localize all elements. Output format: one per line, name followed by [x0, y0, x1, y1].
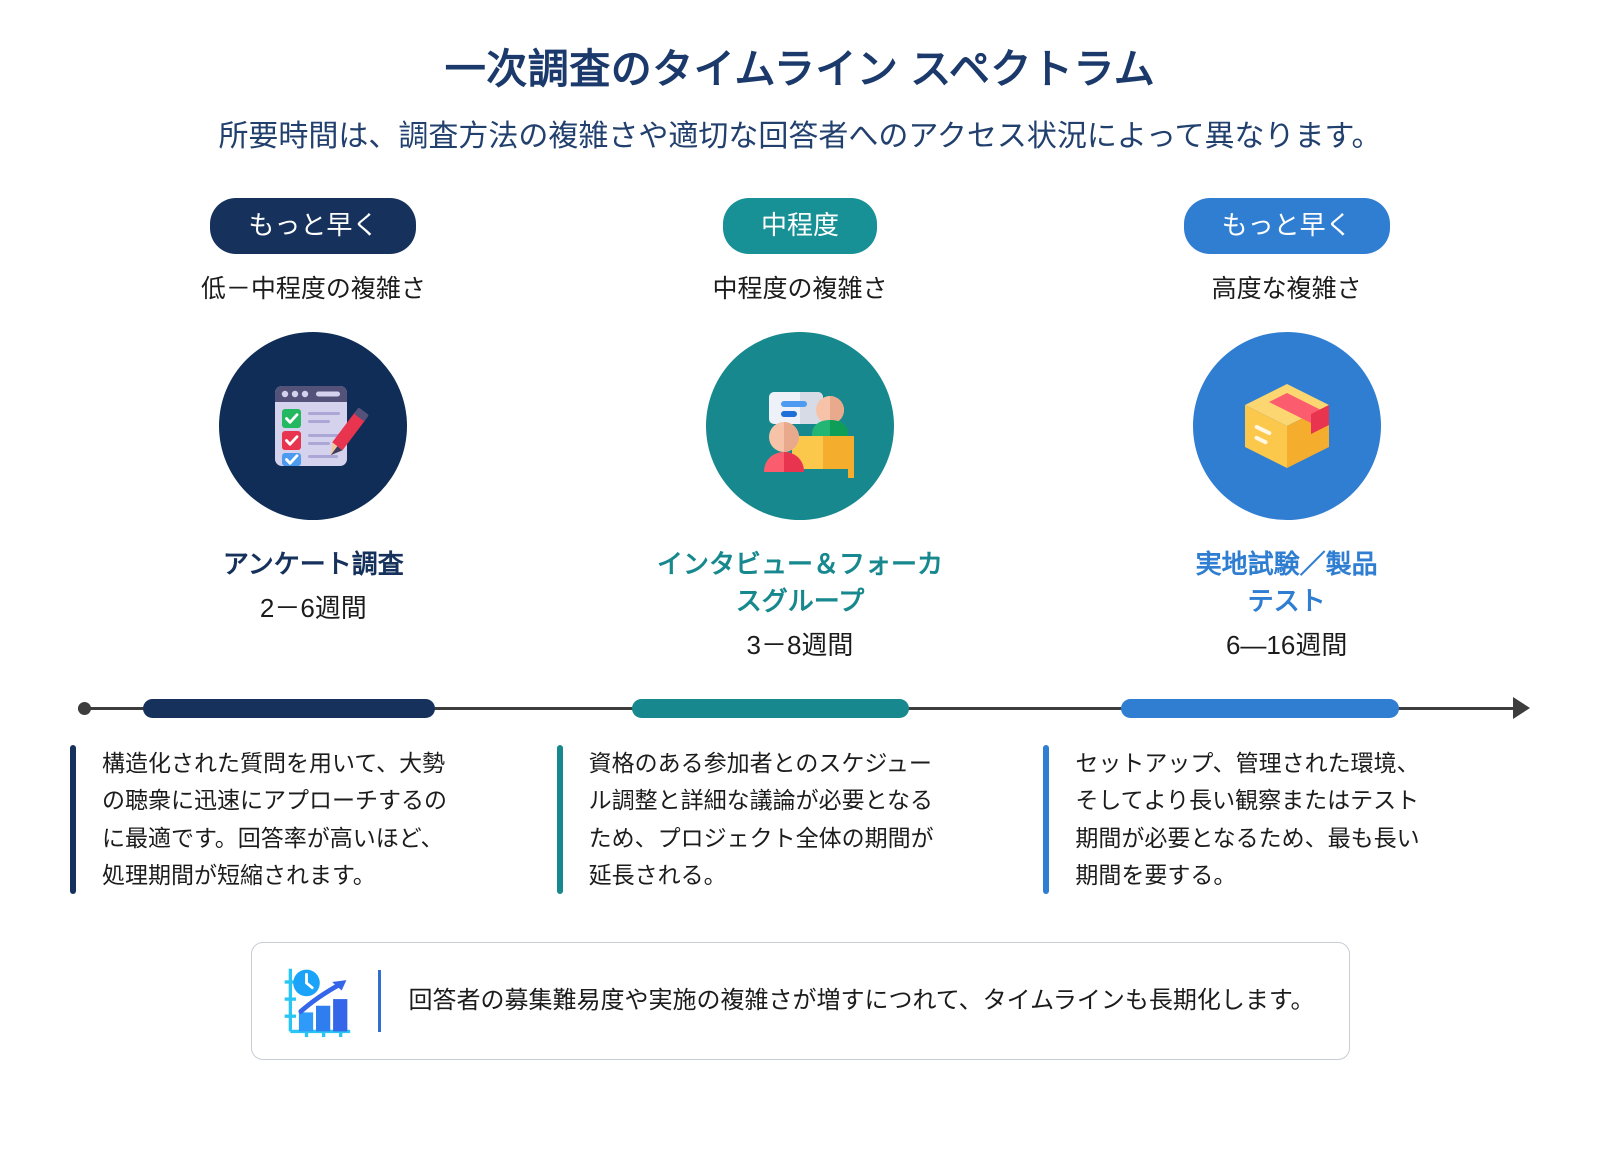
complexity-label-interview: 中程度の複雑さ	[712, 275, 888, 304]
axis-start-dot	[78, 702, 91, 716]
description-text-fieldtest: セットアップ、管理された環境、そしてより長い観察またはテスト期間が必要となるため…	[1075, 750, 1420, 888]
interview-people-icon	[763, 392, 854, 479]
column-survey: もっと早く 低－中程度の複雑さ	[70, 198, 557, 661]
description-text-interview: 資格のある参加者とのスケジュール調整と詳細な議論が必要となるため、プロジェクト全…	[588, 750, 934, 888]
duration-survey: 2－6週間	[259, 593, 367, 624]
timeline-axis	[70, 689, 1530, 729]
accent-bar-survey	[70, 745, 76, 895]
footer-divider	[377, 970, 381, 1033]
description-survey: 構造化された質問を用いて、大勢の聴衆に迅速にアプローチするのに最適です。回答率が…	[70, 745, 557, 895]
footer-note-text: 回答者の募集難易度や実施の複雑さが増すにつれて、タイムラインも長期化します。	[408, 987, 1315, 1015]
icon-circle-survey	[219, 332, 408, 521]
description-text-survey: 構造化された質問を用いて、大勢の聴衆に迅速にアプローチするのに最適です。回答率が…	[102, 750, 447, 888]
footer-note-box: 回答者の募集難易度や実施の複雑さが増すにつれて、タイムラインも長期化します。	[250, 942, 1350, 1061]
footer-note-wrap: 回答者の募集難易度や実施の複雑さが増すにつれて、タイムラインも長期化します。	[0, 942, 1600, 1061]
column-fieldtest: もっと早く 高度な複雑さ 実地試験／製品テスト 6—16週間	[1043, 198, 1530, 661]
product-box-icon	[1244, 384, 1329, 469]
growth-chart-clock-icon	[284, 968, 350, 1038]
page-title: 一次調査のタイムライン スペクトラム	[444, 46, 1156, 92]
duration-interview: 3－8週間	[746, 629, 854, 660]
method-columns: もっと早く 低－中程度の複雑さ	[0, 198, 1600, 661]
timeline-segment-survey	[143, 699, 435, 719]
description-row: 構造化された質問を用いて、大勢の聴衆に迅速にアプローチするのに最適です。回答率が…	[0, 745, 1600, 895]
footer-icon-wrap	[276, 961, 356, 1041]
speed-pill-survey: もっと早く	[210, 198, 417, 255]
column-interview: 中程度 中程度の複雑さ インタビュー＆フォーカスグループ	[557, 198, 1044, 661]
timeline-segment-interview	[632, 699, 910, 719]
speed-pill-fieldtest: もっと早く	[1183, 198, 1390, 255]
complexity-label-survey: 低－中程度の複雑さ	[200, 275, 426, 304]
complexity-label-fieldtest: 高度な複雑さ	[1211, 275, 1362, 304]
accent-bar-fieldtest	[1043, 745, 1050, 895]
timeline-segment-fieldtest	[1121, 699, 1399, 719]
description-fieldtest: セットアップ、管理された環境、そしてより長い観察またはテスト期間が必要となるため…	[1043, 745, 1530, 895]
accent-bar-interview	[556, 745, 563, 895]
header: 一次調査のタイムライン スペクトラム 所要時間は、調査方法の複雑さや適切な回答者…	[0, 0, 1600, 156]
page-subtitle: 所要時間は、調査方法の複雑さや適切な回答者へのアクセス状況によって異なります。	[218, 120, 1382, 154]
method-name-survey: アンケート調査	[222, 549, 404, 580]
axis-arrow-icon	[1513, 697, 1530, 720]
method-name-fieldtest: 実地試験／製品テスト	[1195, 549, 1378, 617]
icon-circle-interview	[705, 332, 894, 521]
duration-fieldtest: 6—16週間	[1225, 629, 1348, 660]
speed-pill-interview: 中程度	[722, 198, 877, 255]
method-name-interview: インタビュー＆フォーカスグループ	[656, 549, 943, 617]
survey-checklist-icon	[275, 386, 369, 467]
description-interview: 資格のある参加者とのスケジュール調整と詳細な議論が必要となるため、プロジェクト全…	[556, 745, 1044, 895]
icon-circle-fieldtest	[1192, 332, 1381, 521]
